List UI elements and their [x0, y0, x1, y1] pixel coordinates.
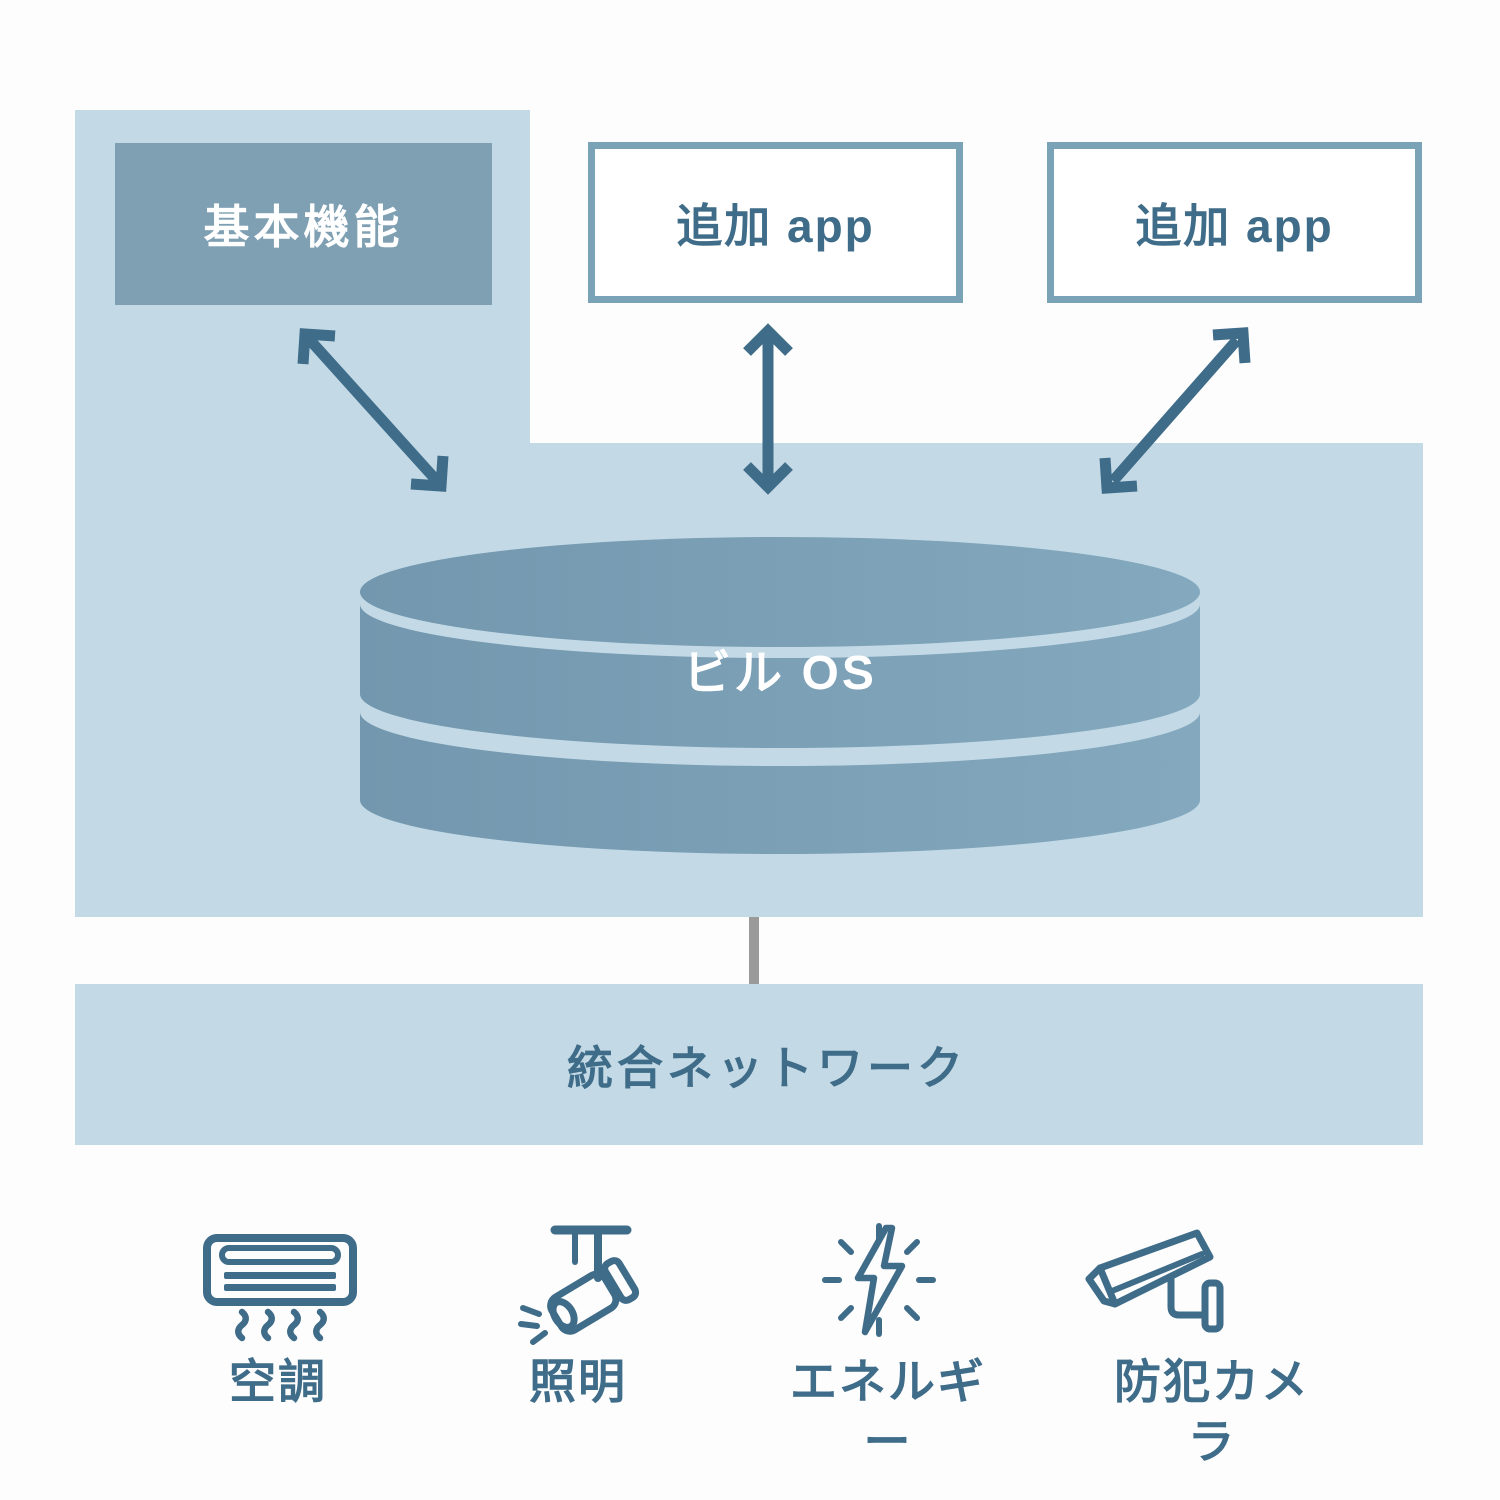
device-label-energy: エネルギー	[790, 1355, 986, 1468]
device-label-security-camera: 防犯カメラ	[1114, 1355, 1310, 1468]
additional-app-label-1: 追加 app	[676, 199, 875, 252]
arrow-app-1	[743, 323, 793, 495]
additional-app-label-2: 追加 app	[1135, 199, 1334, 252]
network-label: 統合ネットワーク	[567, 1041, 967, 1094]
additional-app-box-2: 追加 app	[1047, 142, 1422, 303]
device-label-hvac: 空調	[229, 1355, 327, 1408]
building-os-label: ビル OS	[683, 647, 877, 700]
energy-icon	[822, 1223, 936, 1337]
spotlight-icon	[518, 1225, 640, 1345]
connector-line	[749, 917, 759, 984]
basic-functions-label: 基本機能	[203, 201, 404, 253]
arrow-basic-functions	[297, 328, 449, 492]
device-label-lighting: 照明	[529, 1355, 627, 1408]
arrow-app-2	[1099, 327, 1251, 494]
basic-functions-box: 基本機能	[115, 143, 492, 305]
building-os-cylinder	[360, 537, 1200, 854]
security-camera-icon	[1085, 1229, 1224, 1333]
network-band: 統合ネットワーク	[75, 984, 1423, 1145]
air-conditioner-icon	[203, 1234, 357, 1342]
additional-app-box-1: 追加 app	[588, 142, 963, 303]
